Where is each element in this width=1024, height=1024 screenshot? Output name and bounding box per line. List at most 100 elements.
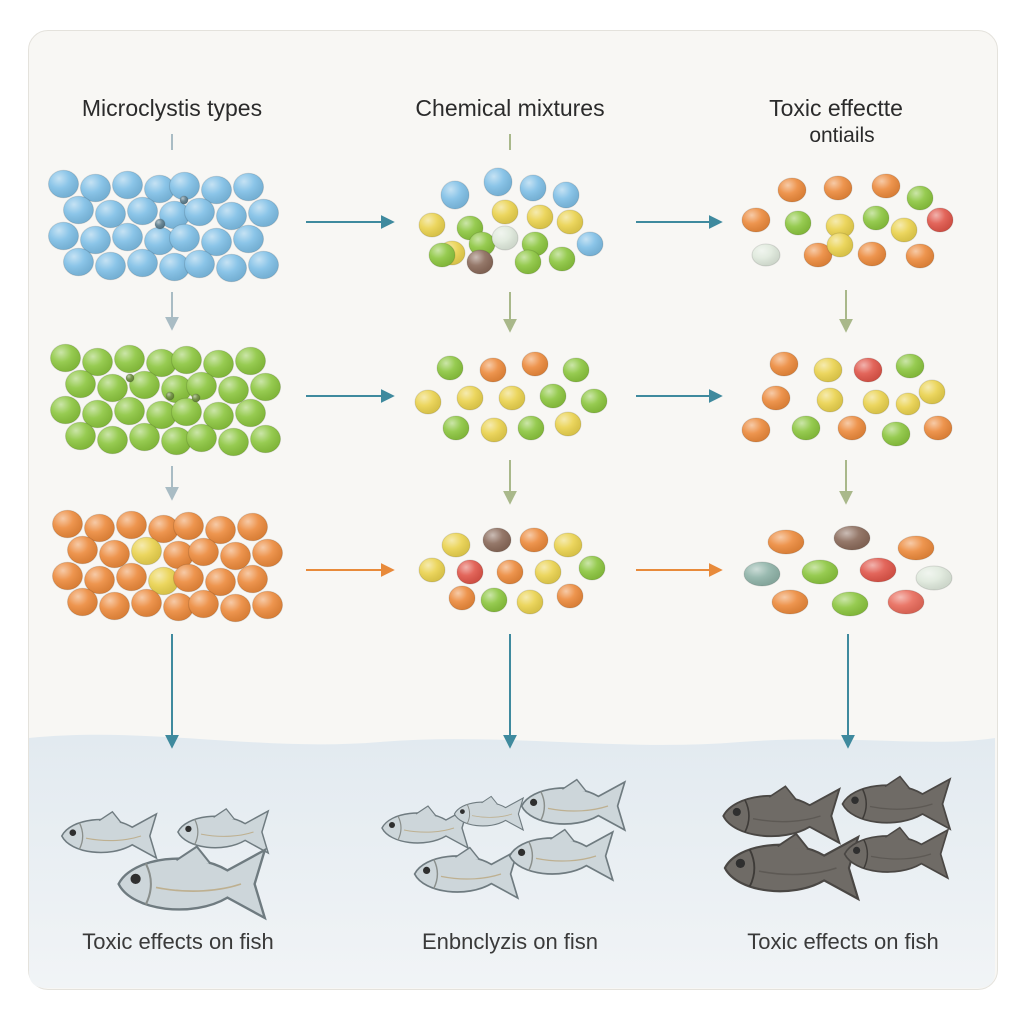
cell-shine [457, 386, 483, 410]
cell-shine [863, 206, 889, 230]
cell-shine [67, 588, 98, 616]
cell-shine [116, 511, 147, 539]
fish-body [177, 809, 270, 855]
fish-icon [453, 795, 525, 832]
cell-shine [65, 422, 96, 450]
cell-shine [48, 170, 79, 198]
cluster-mixture-2 [414, 351, 608, 443]
cell-shine [467, 250, 493, 274]
cell-shine [419, 213, 445, 237]
cell-shine [129, 371, 160, 399]
cell-shine [579, 556, 605, 580]
fish-fin [175, 845, 212, 865]
cell-shine [159, 253, 190, 281]
cell-shine [832, 592, 868, 616]
fish-eye [460, 809, 465, 814]
cell-shine [449, 586, 475, 610]
cell-shine [220, 542, 251, 570]
fish-body [722, 787, 841, 845]
cell-shine [854, 358, 882, 382]
cell-shine [827, 233, 853, 257]
fish-fin [415, 805, 437, 817]
cell-shine [924, 416, 952, 440]
cell-shine [116, 563, 147, 591]
fish-body [723, 834, 860, 902]
cell-shine [218, 428, 249, 456]
fish-eye [530, 798, 538, 806]
fish-icon [60, 810, 158, 860]
cell-shine [518, 416, 544, 440]
cell-shine [752, 244, 780, 266]
cell-shine [114, 397, 145, 425]
cell-shine [429, 243, 455, 267]
fish-lateral-line [155, 883, 242, 892]
cell-shine [497, 560, 523, 584]
cell-shine [220, 594, 251, 622]
cell-shine [186, 424, 217, 452]
fish-gill [863, 839, 869, 869]
fish-gill [748, 848, 756, 888]
fish-body [60, 812, 158, 860]
cell-shine [48, 222, 79, 250]
cell-shine [770, 352, 798, 376]
column-3-title: Toxic effectte [769, 95, 903, 121]
cell-shine [52, 510, 83, 538]
cell-shine [159, 201, 190, 229]
cell-shine [522, 232, 548, 256]
fish-body [413, 848, 520, 900]
fish-body [841, 777, 952, 831]
cell-shine [203, 350, 234, 378]
cell-shine [82, 400, 113, 428]
fish-lateral-line [869, 803, 933, 810]
cell-shine [84, 566, 115, 594]
cell-shine [772, 590, 808, 614]
fish-body [117, 847, 267, 921]
cell-shine [82, 348, 113, 376]
cell-shine [169, 224, 200, 252]
fish-icon [843, 826, 950, 880]
column-3-footer: Toxic effects on fish [747, 929, 939, 954]
fish-gill [861, 788, 867, 820]
fish-fin [884, 775, 911, 790]
fish-lateral-line [403, 827, 455, 833]
cell-shine [184, 198, 215, 226]
cell-shine [916, 566, 952, 590]
cell-shine [557, 584, 583, 608]
cluster-toxic-2 [741, 351, 953, 447]
cell-shine [577, 232, 603, 256]
cell-shine [553, 182, 579, 208]
cell-shine [549, 247, 575, 271]
cell-shine [50, 344, 81, 372]
cell-shine [146, 349, 177, 377]
fish-icon [117, 845, 267, 921]
cell-shine [99, 592, 130, 620]
cluster-mixture-1 [418, 167, 604, 275]
cell-shine [792, 416, 820, 440]
fish-gill [528, 841, 534, 871]
cell-shine [131, 537, 162, 565]
cell-shine [248, 251, 279, 279]
cell-shine [201, 176, 232, 204]
cell-shine [97, 374, 128, 402]
cell-shine [84, 514, 115, 542]
cluster-green-microcystis [50, 343, 281, 457]
cell-shine [97, 426, 128, 454]
cell-shine [126, 374, 134, 382]
cell-shine [218, 376, 249, 404]
fish-lateral-line [85, 835, 142, 842]
fish-body [508, 830, 615, 882]
cell-shine [192, 394, 200, 402]
cell-shine [148, 567, 179, 595]
cell-shine [492, 200, 518, 224]
cell-shine [65, 370, 96, 398]
cell-shine [144, 227, 175, 255]
fish-lateral-line [870, 853, 932, 860]
fish-gill [144, 863, 152, 905]
fish-icon [722, 785, 841, 845]
fish-eye [735, 858, 746, 868]
cell-shine [483, 528, 511, 552]
cell-shine [248, 199, 279, 227]
cell-shine [742, 418, 770, 442]
fish-fin [213, 808, 236, 820]
cell-shine [419, 558, 445, 582]
